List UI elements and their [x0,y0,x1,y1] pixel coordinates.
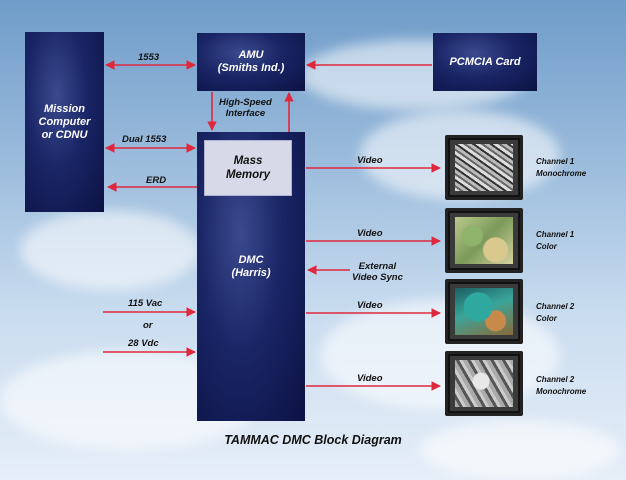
display-label-channel1-color: Channel 1 Color [536,230,575,251]
diagram-caption: TAMMAC DMC Block Diagram [224,433,402,447]
display-label-channel1-mono: Channel 1 Monochrome [536,157,587,178]
label-115-vac: 115 Vac [128,298,163,309]
amu-label: AMU (Smiths Ind.) [217,49,285,74]
display-channel2-color [445,279,523,344]
label-external-video-sync: External Video Sync [352,261,403,283]
label-video-4: Video [357,373,383,384]
monochrome-terrain-image [455,360,513,407]
monochrome-map-image [455,144,513,191]
label-or: or [143,320,153,331]
mission-computer-label: Mission Computer or CDNU [38,102,91,141]
display-channel1-mono [445,135,523,200]
label-1553: 1553 [138,52,160,63]
cloud [420,420,620,480]
cloud [20,210,200,290]
display-label-channel2-mono: Channel 2 Monochrome [536,375,587,396]
label-video-3: Video [357,300,383,311]
mass-memory-label: Mass Memory [225,155,271,181]
label-28-vdc: 28 Vdc [128,338,159,349]
dmc-label: DMC (Harris) [231,254,271,279]
label-dual-1553: Dual 1553 [122,134,167,145]
pcmcia-label: PCMCIA Card [449,55,521,68]
mission-computer-box: Mission Computer or CDNU [25,32,104,212]
label-erd: ERD [146,175,167,186]
pcmcia-box: PCMCIA Card [433,33,537,91]
mass-memory-box: Mass Memory [204,140,292,196]
display-channel2-mono [445,351,523,416]
color-terrain-image [455,288,513,335]
display-channel1-color [445,208,523,273]
amu-box: AMU (Smiths Ind.) [197,33,305,91]
label-video-2: Video [357,228,383,239]
display-label-channel2-color: Channel 2 Color [536,302,575,323]
label-video-1: Video [357,155,383,166]
label-high-speed-interface: High-Speed Interface [219,97,272,119]
color-map-image [455,217,513,264]
